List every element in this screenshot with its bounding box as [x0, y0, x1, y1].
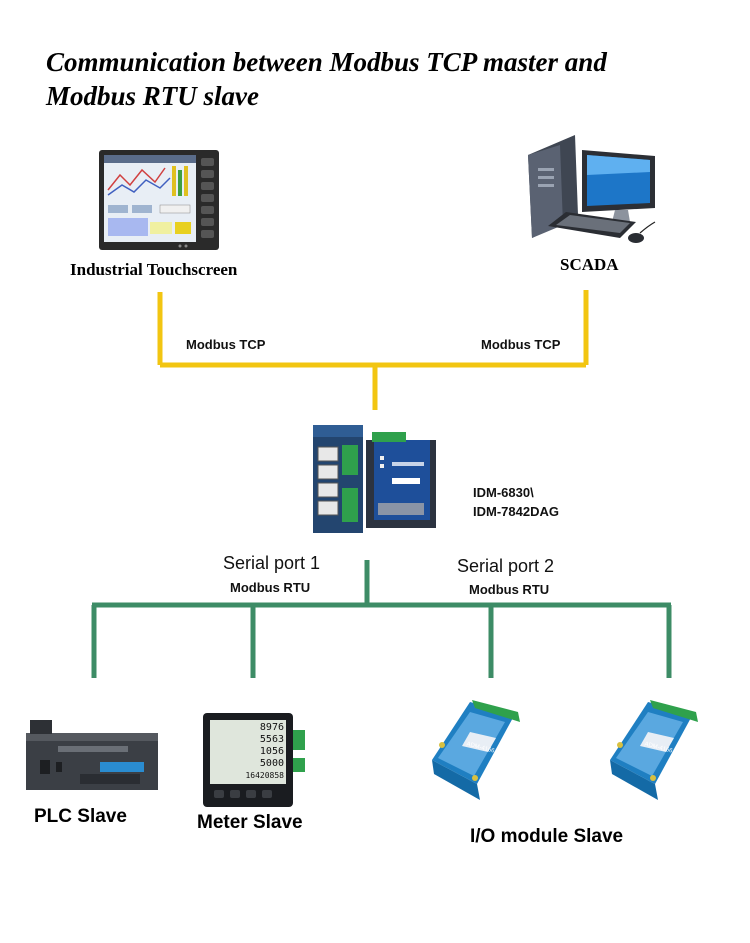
meter-reading-5: 16420858	[245, 771, 284, 780]
meter-label: Meter Slave	[197, 812, 303, 833]
io-module-right-icon	[610, 700, 698, 800]
gateway-label: IDM-6830\ IDM-7842DAG	[473, 483, 559, 521]
title-line-2: Modbus RTU slave	[46, 81, 260, 111]
gateway-model-2: IDM-7842DAG	[473, 504, 559, 519]
tcp-right-label: Modbus TCP	[481, 337, 561, 352]
tcp-bus	[157, 290, 589, 410]
serial-port-1-label: Serial port 1	[223, 553, 321, 573]
meter-reading-1: 8976	[259, 722, 284, 733]
meter-reading-3: 1056	[259, 746, 284, 757]
title-line-1: Communication between Modbus TCP master …	[46, 47, 607, 77]
touchscreen-label: Industrial Touchscreen	[70, 260, 238, 279]
rtu-bus	[91, 560, 672, 678]
rtu-right-label: Modbus RTU	[469, 582, 550, 597]
io-module-label: I/O module Slave	[470, 826, 624, 847]
scada-computer-icon	[528, 135, 656, 243]
gateway-icon	[313, 425, 436, 533]
serial-port-2-label: Serial port 2	[457, 556, 555, 576]
gateway-model-1: IDM-6830\	[473, 485, 534, 500]
meter-icon	[203, 713, 305, 807]
tcp-left-label: Modbus TCP	[186, 337, 266, 352]
plc-icon	[26, 720, 158, 790]
meter-reading-4: 5000	[259, 758, 284, 769]
rtu-left-label: Modbus RTU	[230, 580, 311, 595]
io-module-left-icon	[432, 700, 520, 800]
touchscreen-icon	[99, 150, 219, 250]
scada-label: SCADA	[560, 255, 619, 274]
plc-label: PLC Slave	[34, 806, 127, 827]
meter-reading-2: 5563	[259, 734, 284, 745]
diagram-title: Communication between Modbus TCP master …	[46, 45, 706, 113]
meter-display: 8976 5563 1056 5000 16420858	[214, 722, 284, 782]
